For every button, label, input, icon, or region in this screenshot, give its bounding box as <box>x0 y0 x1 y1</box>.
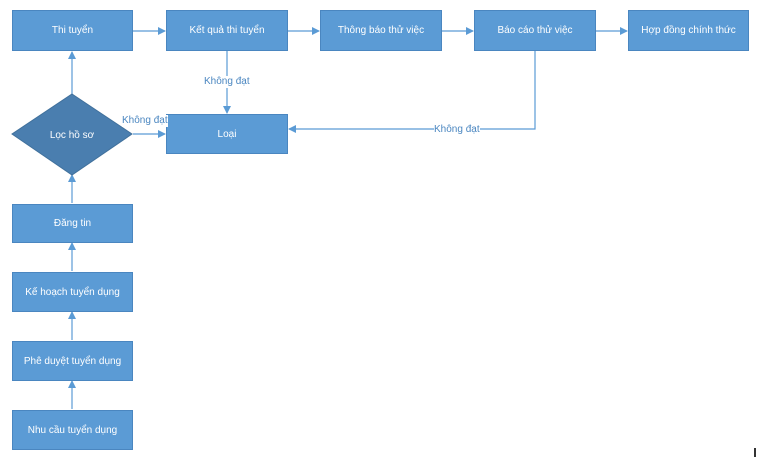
dang-tin-label: Đăng tin <box>53 218 92 229</box>
arrow-bao-cao-to-loai <box>288 51 536 133</box>
bao-cao-to-loai-label: Không đạt <box>434 124 480 136</box>
loai-node: Loại <box>166 114 288 154</box>
text-cursor <box>754 448 756 457</box>
nhu-cau-tuyen-dung-node: Nhu cầu tuyển dụng <box>12 410 133 450</box>
hop-dong-chinh-thuc-label: Hợp đồng chính thức <box>641 25 736 36</box>
thi-tuyen-node: Thi tuyển <box>12 10 133 51</box>
hop-dong-chinh-thuc-node: Hợp đồng chính thức <box>628 10 749 51</box>
bao-cao-thu-viec-label: Báo cáo thử việc <box>497 25 573 36</box>
loai-label: Loại <box>217 128 237 140</box>
phe-duyet-tuyen-dung-node: Phê duyệt tuyển dụng <box>12 341 133 381</box>
thong-bao-thu-viec-label: Thông báo thử việc <box>337 25 425 36</box>
ke-hoach-tuyen-dung-node: Kế hoạch tuyển dụng <box>12 272 133 312</box>
ket-qua-to-loai-label: Không đạt <box>204 76 250 88</box>
bao-cao-thu-viec-node: Báo cáo thử việc <box>474 10 596 51</box>
ket-qua-thi-tuyen-node: Kết quả thi tuyển <box>166 10 288 51</box>
ke-hoach-tuyen-dung-label: Kế hoạch tuyển dụng <box>25 286 120 298</box>
nhu-cau-tuyen-dung-label: Nhu cầu tuyển dụng <box>27 424 118 436</box>
ket-qua-thi-tuyen-label: Kết quả thi tuyển <box>189 25 265 36</box>
loc-ho-so-diamond <box>11 93 133 176</box>
loc-to-loai-label: Không đạt <box>122 115 168 127</box>
thi-tuyen-label: Thi tuyển <box>51 25 94 36</box>
dang-tin-node: Đăng tin <box>12 204 133 243</box>
phe-duyet-tuyen-dung-label: Phê duyệt tuyển dụng <box>23 355 122 367</box>
thong-bao-thu-viec-node: Thông báo thử việc <box>320 10 442 51</box>
loc-ho-so-label: Lọc hồ sơ <box>50 129 95 141</box>
